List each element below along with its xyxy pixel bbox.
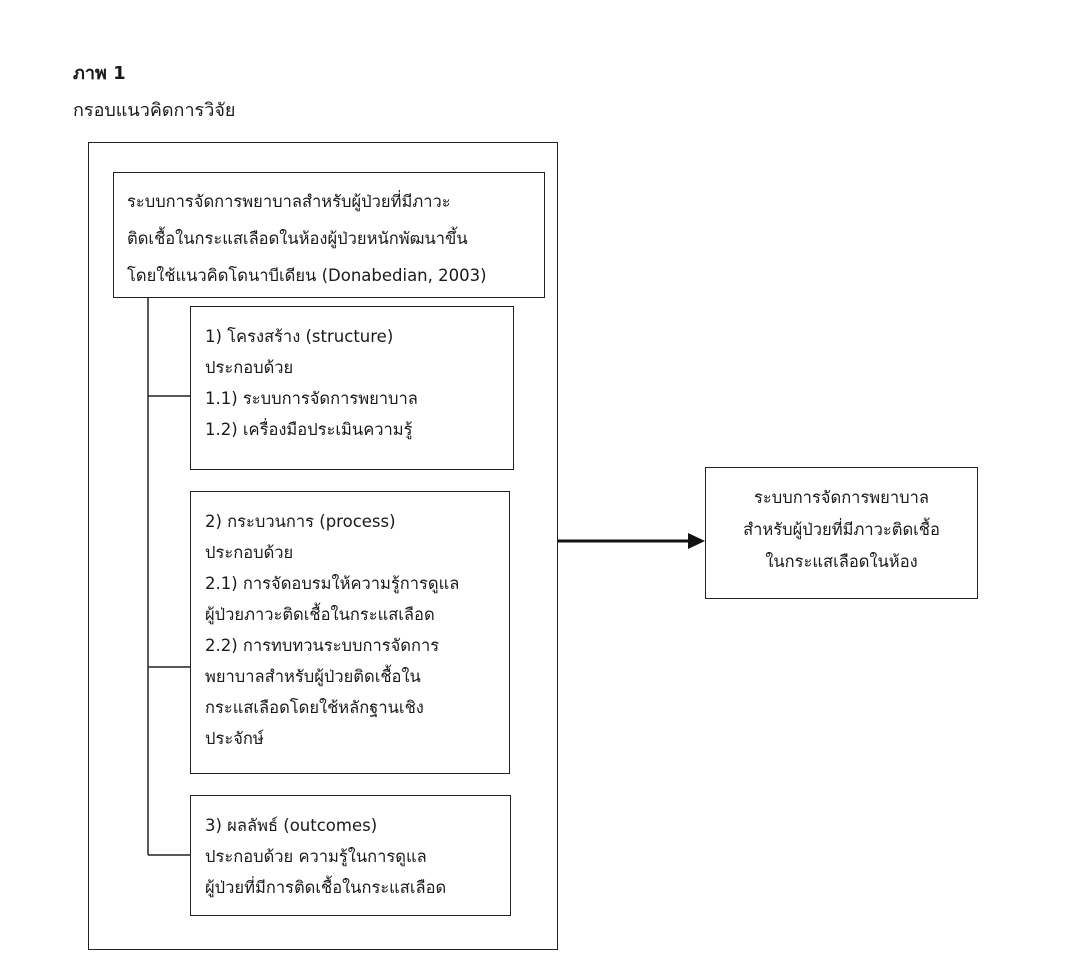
outcome-box-line: 3) ผลลัพธ์ (outcomes) [205, 816, 378, 835]
process-box-line: ผู้ป่วยภาวะติดเชื้อในกระแสเลือด [205, 605, 435, 624]
figure-title: กรอบแนวคิดการวิจัย [73, 100, 236, 121]
structure-box-line: ประกอบด้วย [205, 358, 294, 377]
structure-box: 1) โครงสร้าง (structure) ประกอบด้วย 1.1)… [190, 306, 514, 470]
arrow-head [688, 533, 705, 549]
structure-box-line: 1.2) เครื่องมือประเมินความรู้ [205, 420, 413, 439]
process-box-line: กระแสเลือดโดยใช้หลักฐานเชิง [205, 698, 424, 717]
process-box-line: ประจักษ์ [205, 729, 264, 748]
outcome-box-line: ประกอบด้วย ความรู้ในการดูแล [205, 847, 427, 866]
structure-box-line: 1.1) ระบบการจัดการพยาบาล [205, 389, 418, 408]
main-box-line: ติดเชื้อในกระแสเลือดในห้องผู้ป่วยหนักพัฒ… [127, 229, 468, 248]
process-box-line: 2) กระบวนการ (process) [205, 512, 396, 531]
result-box-line: ในกระแสเลือดในห้อง [765, 552, 918, 571]
result-box-line: ระบบการจัดการพยาบาล [754, 488, 929, 507]
process-box-line: 2.2) การทบทวนระบบการจัดการ [205, 636, 440, 655]
outcome-box-line: ผู้ป่วยที่มีการติดเชื้อในกระแสเลือด [205, 878, 447, 897]
main-system-box: ระบบการจัดการพยาบาลสำหรับผู้ป่วยที่มีภาว… [113, 172, 545, 298]
process-box-line: ประกอบด้วย [205, 543, 294, 562]
outcome-box: 3) ผลลัพธ์ (outcomes) ประกอบด้วย ความรู้… [190, 795, 511, 916]
result-box: ระบบการจัดการพยาบาล สำหรับผู้ป่วยที่มีภา… [705, 467, 978, 599]
process-box-line: 2.1) การจัดอบรมให้ความรู้การดูแล [205, 574, 460, 593]
main-box-line: โดยใช้แนวคิดโดนาบีเดียน (Donabedian, 200… [127, 266, 487, 285]
main-box-line: ระบบการจัดการพยาบาลสำหรับผู้ป่วยที่มีภาว… [127, 192, 451, 211]
process-box-line: พยาบาลสำหรับผู้ป่วยติดเชื้อใน [205, 667, 421, 686]
result-box-line: สำหรับผู้ป่วยที่มีภาวะติดเชื้อ [743, 520, 940, 539]
figure-label: ภาพ 1 [73, 63, 126, 84]
structure-box-line: 1) โครงสร้าง (structure) [205, 327, 394, 346]
process-box: 2) กระบวนการ (process) ประกอบด้วย 2.1) ก… [190, 491, 510, 774]
